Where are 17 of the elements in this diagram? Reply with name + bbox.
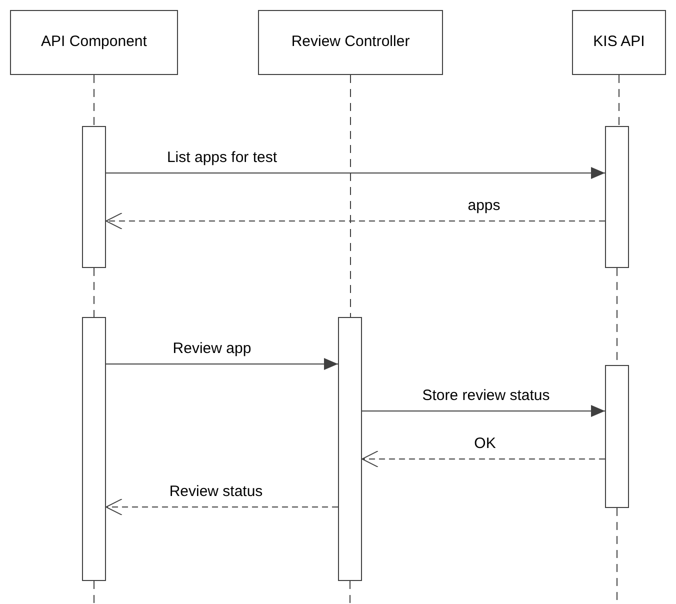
message-arrow: [106, 498, 338, 516]
message-arrow: [362, 405, 606, 417]
message-arrow: [106, 167, 606, 179]
activation-bar: [82, 317, 106, 581]
activation-bar: [605, 365, 629, 508]
activation-bar: [605, 126, 629, 268]
participant-box: KIS API: [572, 10, 666, 75]
activation-bar: [82, 126, 106, 268]
edge-label: Review app: [170, 340, 254, 358]
lifeline: [350, 74, 351, 318]
activation-bar: [338, 317, 362, 581]
participant-box: Review Controller: [258, 10, 443, 75]
message-arrow: [106, 212, 606, 230]
message-arrow: [106, 358, 338, 370]
message-arrow: [362, 450, 606, 468]
lifeline: [618, 74, 620, 126]
participant-box: API Component: [10, 10, 178, 75]
